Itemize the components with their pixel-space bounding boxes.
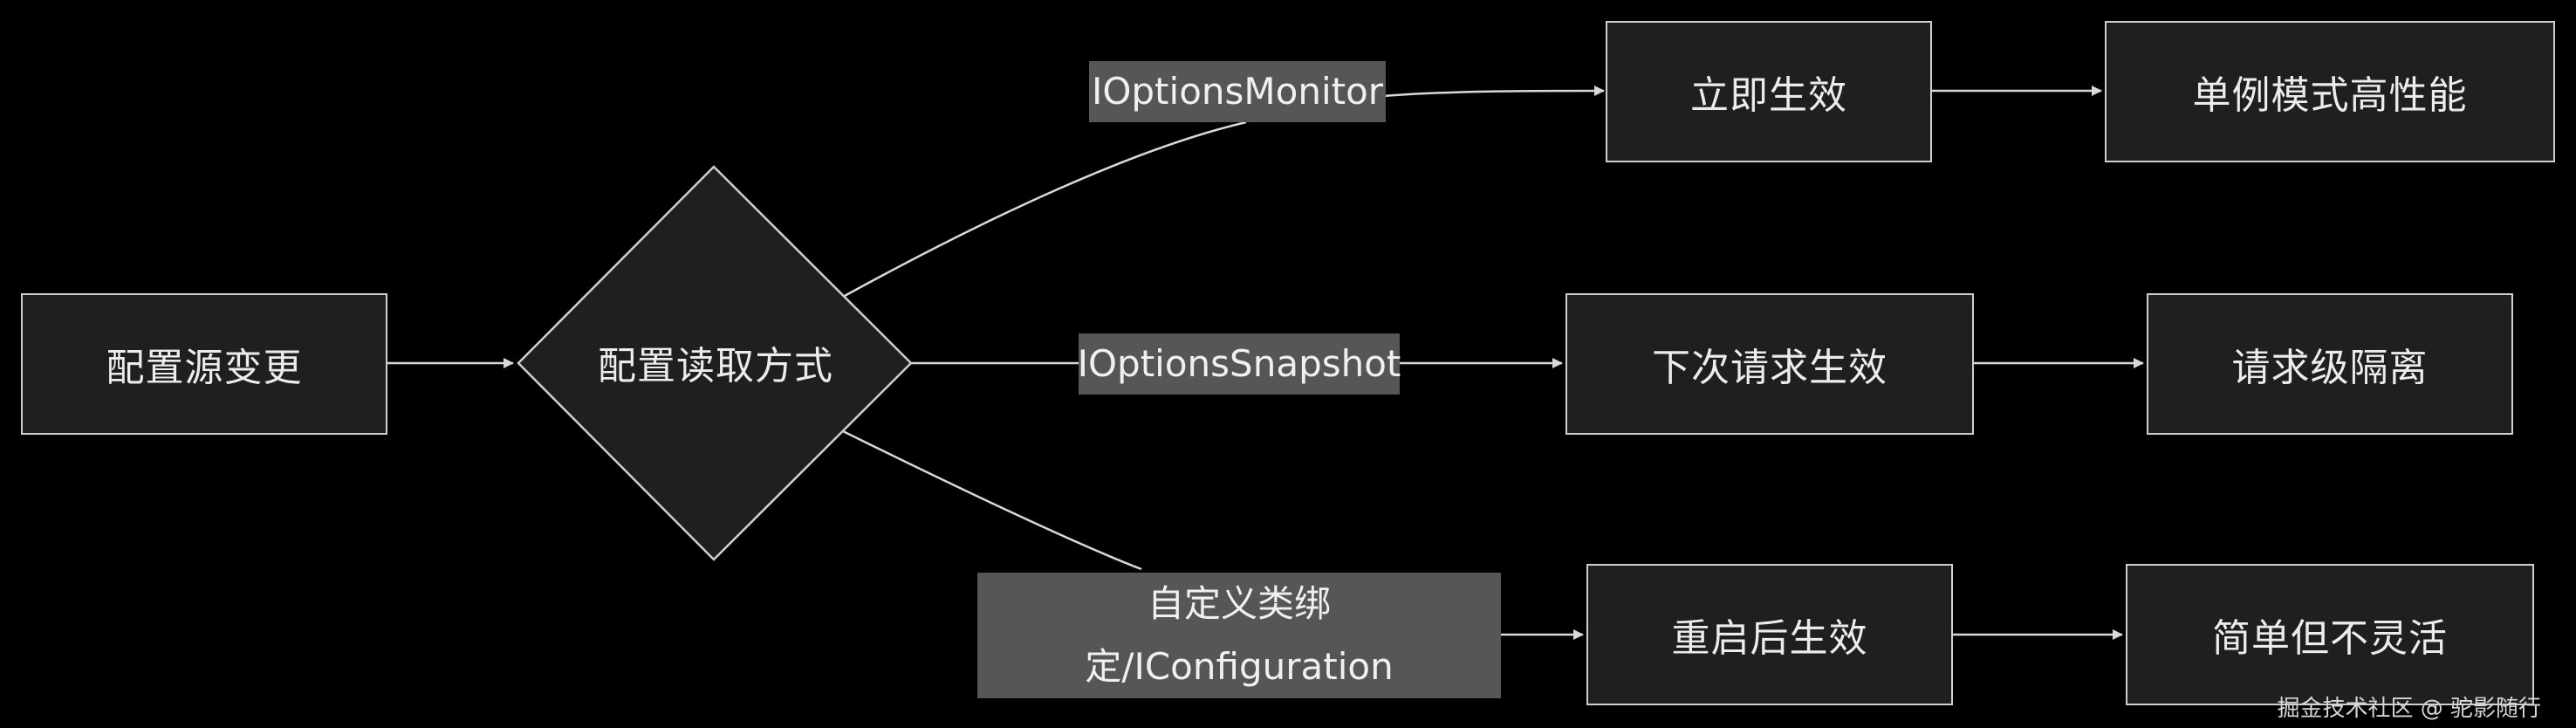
watermark: 掘金技术社区 @ 驼影随行 bbox=[2277, 696, 2541, 722]
edge-label-custom-line2: 定/IConfiguration bbox=[1085, 645, 1394, 688]
edge-label-monitor: IOptionsMonitor bbox=[1089, 61, 1386, 122]
node-immediate: 立即生效 bbox=[1606, 21, 1932, 162]
node-singleton: 单例模式高性能 bbox=[2105, 21, 2555, 162]
edge-label-custom: 自定义类绑 定/IConfiguration bbox=[977, 573, 1501, 698]
node-request-isolation: 请求级隔离 bbox=[2147, 293, 2513, 435]
node-simple: 简单但不灵活 bbox=[2126, 564, 2534, 705]
edge-label-custom-line1: 自定义类绑 bbox=[1147, 582, 1331, 625]
edge-monitor-to-immediate bbox=[1383, 86, 1605, 98]
decision-diamond bbox=[517, 165, 913, 561]
edge-label-snapshot: IOptionsSnapshot bbox=[1078, 333, 1401, 395]
node-read-mode-label: 配置读取方式 bbox=[598, 344, 833, 388]
node-config-change: 配置源变更 bbox=[21, 293, 387, 435]
edge-readmode-to-monitor bbox=[842, 120, 1247, 299]
edge-readmode-to-custom bbox=[842, 429, 1142, 571]
node-restart: 重启后生效 bbox=[1586, 564, 1953, 705]
node-next-request: 下次请求生效 bbox=[1565, 293, 1974, 435]
